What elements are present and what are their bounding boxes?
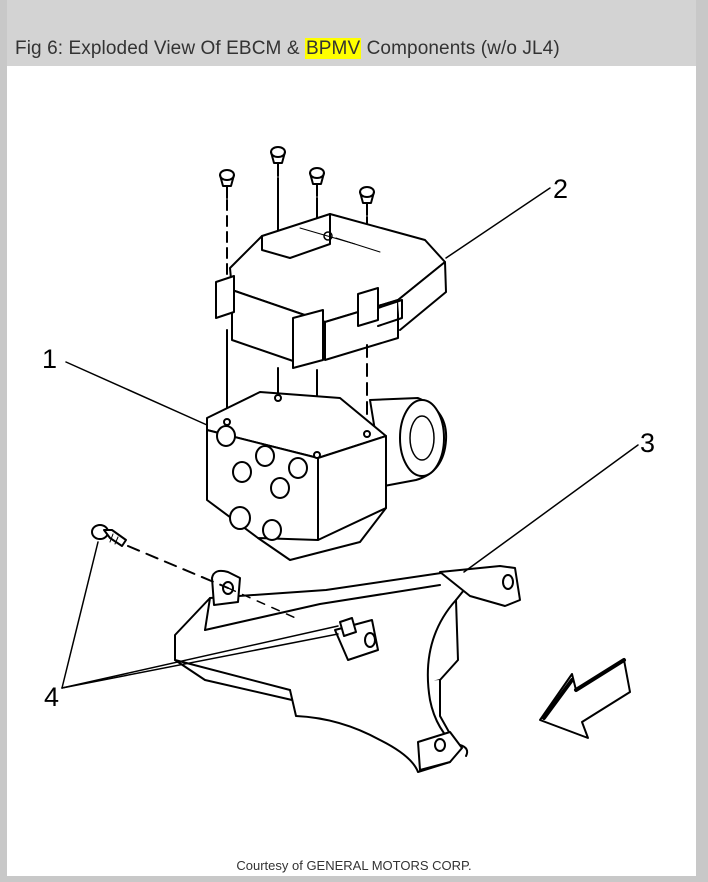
title-text: Fig 6: Exploded View Of EBCM &: [15, 38, 305, 59]
screw-2: [270, 146, 286, 177]
screw-3: [309, 167, 325, 197]
screw-4: [359, 186, 375, 216]
figure-header: Fig 6: Exploded View Of EBCM & BPMV Comp…: [7, 0, 696, 66]
bpmv-block: [206, 391, 448, 561]
highlighted-term: BPMV: [304, 38, 362, 59]
ebcm-module: [215, 213, 447, 369]
image-credit: Courtesy of GENERAL MOTORS CORP.: [236, 858, 472, 873]
title-text-end: Components (w/o JL4): [361, 38, 560, 59]
mounting-bracket: [174, 565, 521, 773]
callout-1: 1: [42, 344, 57, 374]
callout-2: 2: [553, 174, 568, 204]
bolt: [91, 524, 127, 547]
figure-title: Fig 6: Exploded View Of EBCM & BPMV Comp…: [15, 38, 560, 60]
callout-4: 4: [44, 682, 59, 712]
screw-1: [219, 169, 235, 199]
direction-arrow: [539, 658, 631, 739]
callout-3: 3: [640, 428, 655, 458]
